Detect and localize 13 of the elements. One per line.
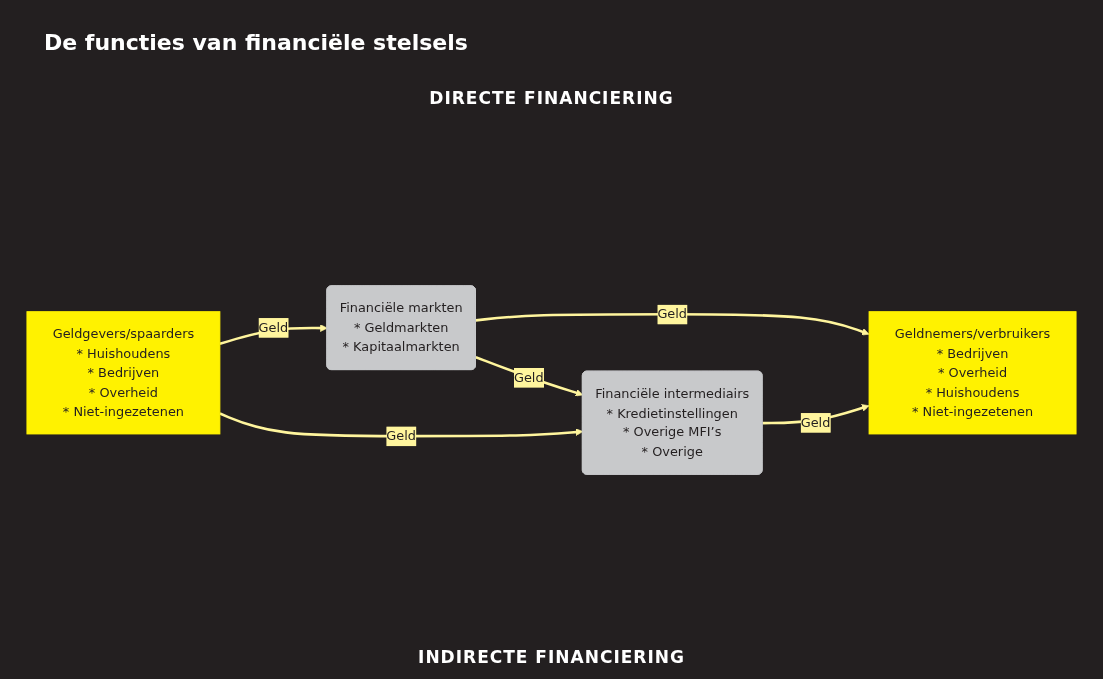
arrow bbox=[475, 312, 870, 336]
arrow bbox=[219, 412, 584, 438]
node-box: Geldnemers/verbruikers * Bedrijven * Overheid * Huishoudens * Niet-ingezetenen bbox=[868, 311, 1077, 435]
edge-label: Geld bbox=[258, 319, 289, 336]
section-heading: DIRECTE FINANCIERING bbox=[428, 88, 675, 108]
node-box: Geldgevers/spaarders * Huishoudens * Bedrijven * Overheid * Niet-ingezetenen bbox=[26, 311, 221, 435]
diagram-title: De functies van financiële stelsels bbox=[44, 30, 468, 55]
arrow bbox=[475, 355, 584, 397]
edge-label: Geld bbox=[513, 369, 544, 386]
section-heading: INDIRECTE FINANCIERING bbox=[417, 647, 686, 667]
edge-label: Geld bbox=[800, 414, 831, 431]
edge-label: Geld bbox=[386, 428, 416, 444]
edge-label: Geld bbox=[657, 306, 688, 322]
